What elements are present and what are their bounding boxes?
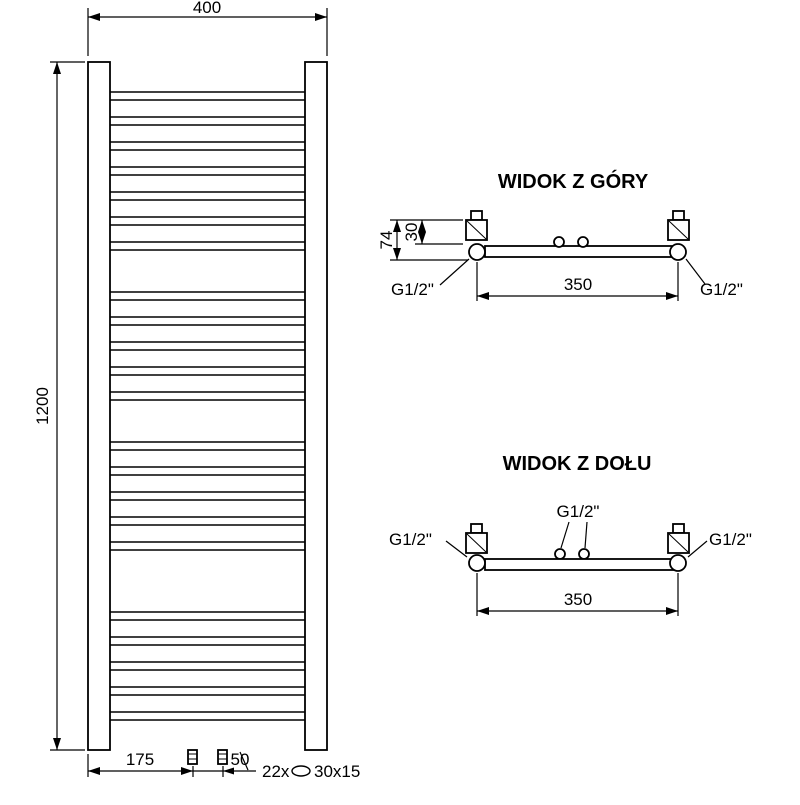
dim-bottom-mid-label: 50 <box>231 750 250 769</box>
bottom-view: WIDOK Z DOŁU G1/2" G1/2" G1/2" <box>389 453 752 616</box>
top-view: WIDOK Z GÓRY 74 30 G1/2" G1/2" <box>377 169 743 301</box>
conn-center-label-bottom-view: G1/2" <box>557 502 600 521</box>
top-view-title: WIDOK Z GÓRY <box>498 169 649 193</box>
radiator-tube-bottom <box>484 558 679 571</box>
center-connection-left-bottom <box>554 548 566 560</box>
dim-span-label-top-view: 350 <box>564 275 592 294</box>
front-view <box>87 61 328 765</box>
dim-bottom-left-label: 175 <box>126 750 154 769</box>
top-view-dimensions: 74 30 G1/2" G1/2" 350 <box>377 219 743 301</box>
right-valve-spindle-bottom <box>672 523 685 534</box>
front-view-dimensions: 400 1200 175 50 22x 30x15 <box>33 0 360 781</box>
dim-depth-label: 74 <box>377 231 396 250</box>
bottom-view-dimensions-lower: 350 <box>476 573 679 616</box>
bottom-view-dimensions-upper: G1/2" G1/2" G1/2" <box>389 502 752 558</box>
oval-profile-icon <box>291 765 311 777</box>
left-valve-spindle <box>470 210 483 221</box>
dim-height-label: 1200 <box>33 387 52 425</box>
right-valve-spindle <box>672 210 685 221</box>
dim-span-label-bottom-view: 350 <box>564 590 592 609</box>
left-valve-spindle-bottom <box>470 523 483 534</box>
bottom-view-title: WIDOK Z DOŁU <box>503 453 652 475</box>
dim-axis-label: 30 <box>402 223 421 242</box>
right-collector <box>304 61 328 751</box>
center-connection-right-bottom <box>578 548 590 560</box>
center-connection-left <box>553 236 565 248</box>
rung-lines <box>110 91 305 721</box>
top-view-body <box>465 210 690 261</box>
left-collector <box>87 61 111 751</box>
conn-right-label-top-view: G1/2" <box>700 280 743 299</box>
rung-profile-label: 30x15 <box>314 762 360 781</box>
right-end-connection-bottom <box>669 554 687 572</box>
center-connection-right <box>577 236 589 248</box>
conn-right-label-bottom-view: G1/2" <box>709 530 752 549</box>
conn-left-label-bottom-view: G1/2" <box>389 530 432 549</box>
right-end-connection <box>669 243 687 261</box>
dim-width-label: 400 <box>193 0 221 17</box>
rung-count-label: 22x <box>262 762 290 781</box>
left-end-connection <box>468 243 486 261</box>
bottom-connection-stubs <box>187 749 228 765</box>
left-end-connection-bottom <box>468 554 486 572</box>
conn-left-label-top-view: G1/2" <box>391 280 434 299</box>
bottom-view-body <box>465 523 690 572</box>
